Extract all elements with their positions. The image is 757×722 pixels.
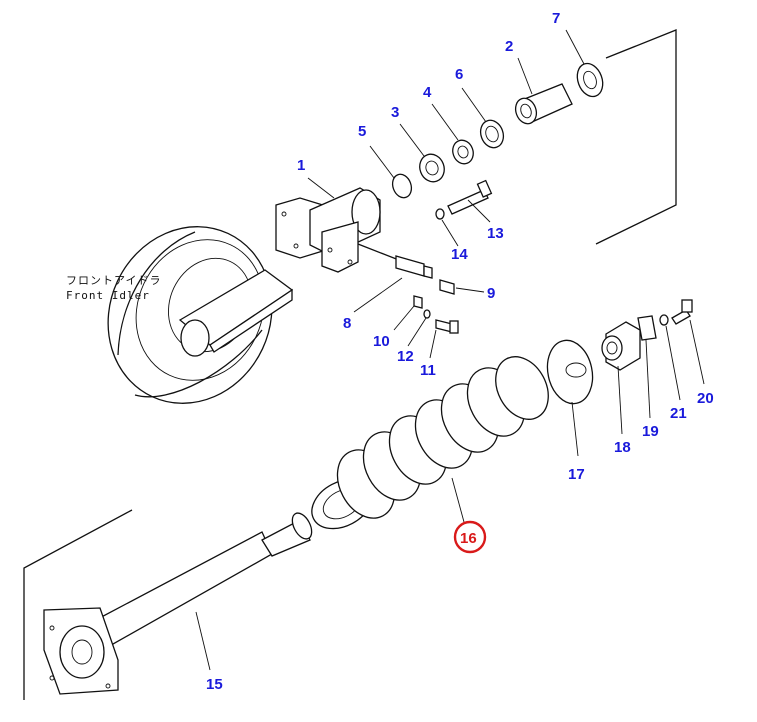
part-6-ring	[479, 119, 505, 149]
part-13-bolt	[447, 179, 493, 215]
callout-3[interactable]: 3	[391, 104, 399, 121]
highlight-ring	[453, 520, 487, 554]
callout-6[interactable]: 6	[455, 66, 463, 83]
upper-frame-plane	[595, 29, 677, 245]
callout-13[interactable]: 13	[487, 225, 504, 242]
part-16-spring	[311, 356, 549, 530]
part-1-housing	[275, 187, 381, 273]
part-17-spring-seat	[546, 339, 594, 405]
part-10-plate	[413, 295, 423, 309]
callout-10[interactable]: 10	[373, 333, 390, 350]
callout-1[interactable]: 1	[297, 157, 305, 174]
callout-18[interactable]: 18	[614, 439, 631, 456]
part-4-washer	[452, 139, 474, 165]
part-5-circlip	[391, 173, 413, 199]
lower-frame-plane	[23, 509, 133, 700]
part-14-washer	[435, 208, 445, 220]
callout-20[interactable]: 20	[697, 390, 714, 407]
idler-axle-block	[178, 269, 294, 357]
callout-12[interactable]: 12	[397, 348, 414, 365]
callout-11[interactable]: 11	[420, 362, 436, 379]
part-8-grease-rod	[357, 243, 433, 279]
part-7-nut	[576, 62, 604, 98]
part-2-bushing	[514, 83, 573, 125]
part-18-retainer	[601, 321, 641, 371]
callout-16[interactable]: 16	[460, 530, 477, 547]
callout-7[interactable]: 7	[552, 10, 560, 27]
callout-9[interactable]: 9	[487, 285, 495, 302]
part-20-bolt	[671, 299, 693, 325]
callout-8[interactable]: 8	[343, 315, 351, 332]
part-15-cylinder	[43, 512, 313, 695]
part-21-washer	[659, 314, 669, 326]
callout-21[interactable]: 21	[670, 405, 687, 422]
part-3-nut	[419, 153, 445, 183]
callout-5[interactable]: 5	[358, 123, 366, 140]
part-19-lock-plate	[637, 315, 657, 341]
callout-14[interactable]: 14	[451, 246, 468, 263]
part-12-washer	[423, 309, 431, 319]
callout-2[interactable]: 2	[505, 38, 513, 55]
part-11-bolt	[435, 319, 459, 334]
callout-4[interactable]: 4	[423, 84, 432, 101]
callout-17[interactable]: 17	[568, 466, 585, 483]
callout-16-highlight[interactable]: 16	[453, 520, 487, 554]
front-idler-caption-jp: フロントアイドラ	[66, 274, 161, 287]
front-idler-caption-en: Front Idler	[66, 289, 150, 302]
leader-lines	[195, 29, 705, 671]
part-9-fitting	[439, 279, 455, 295]
callout-19[interactable]: 19	[642, 423, 659, 440]
callout-15[interactable]: 15	[206, 676, 223, 693]
